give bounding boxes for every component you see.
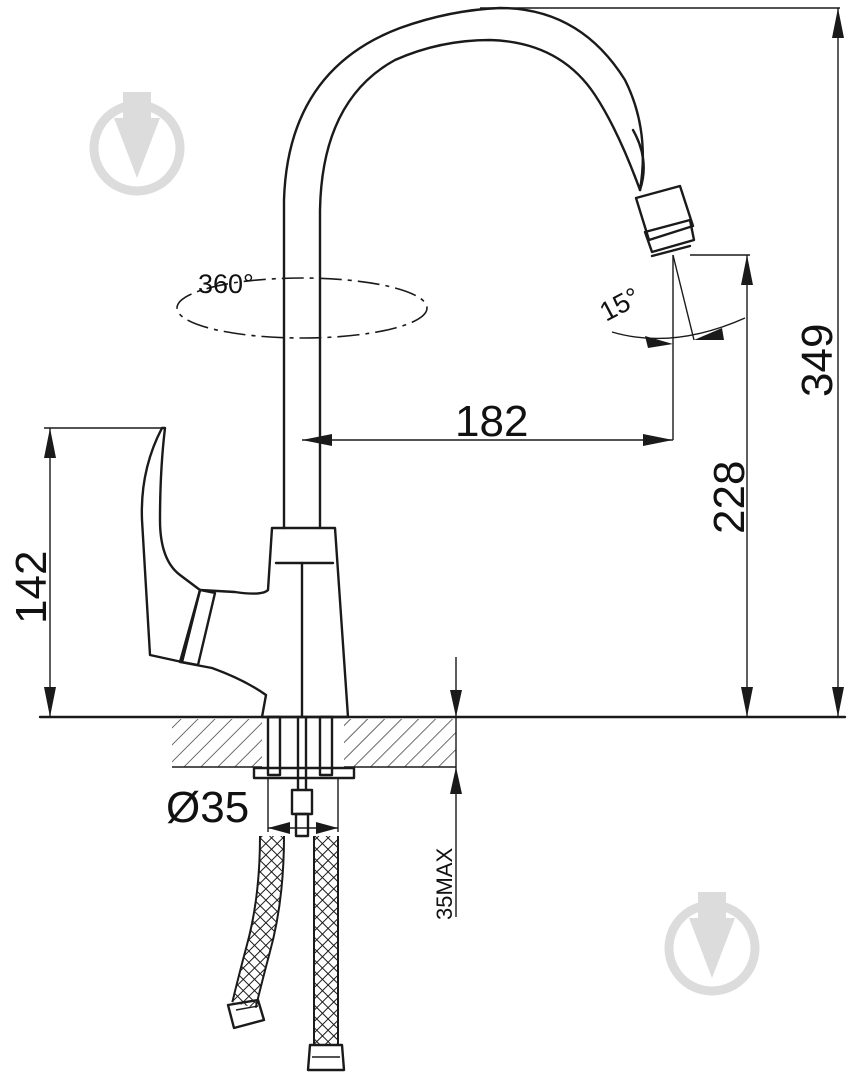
dimension-max-thickness	[450, 657, 462, 917]
countertop-section	[172, 719, 456, 768]
dimension-reach	[302, 434, 673, 446]
supply-hose-left	[226, 835, 285, 1030]
dimension-max-thickness-label: 35MAX	[432, 848, 457, 920]
dimension-handle-height-label: 142	[7, 551, 56, 624]
swivel-angle-label: 360°	[198, 269, 254, 299]
dimension-handle-height	[44, 427, 162, 717]
watermark-bottom-right	[664, 892, 760, 996]
faucet-body	[178, 526, 350, 719]
tilt-angle-mark	[611, 254, 746, 440]
supply-hose-right	[306, 836, 346, 1072]
swivel-ellipse	[176, 277, 428, 339]
dimension-hole-diameter	[267, 778, 339, 834]
watermark-top-left	[89, 92, 185, 196]
mounting-stud	[252, 715, 356, 838]
dimension-reach-label: 182	[455, 397, 528, 446]
aerator	[634, 184, 696, 258]
dimension-spout-height	[690, 254, 753, 717]
dimension-total-height-label: 349	[793, 324, 842, 397]
dimension-total-height	[480, 7, 844, 717]
dimension-spout-height-label: 228	[705, 461, 754, 534]
lever-handle	[140, 426, 217, 667]
tilt-angle-label: 15°	[595, 282, 645, 328]
dimension-hole-diameter-label: Ø35	[166, 783, 249, 832]
spout	[282, 6, 645, 530]
